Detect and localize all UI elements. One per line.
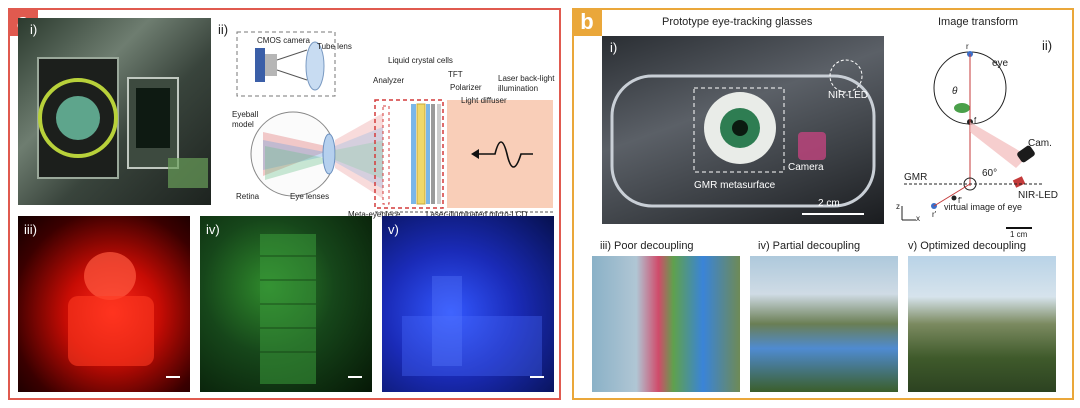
image-v-label: v): [388, 222, 399, 237]
scale-2cm-label: 2 cm: [818, 198, 840, 209]
tube-lens-label: Tube lens: [317, 42, 352, 51]
panel-b-letter: b: [572, 8, 602, 36]
green-hologram-image: [200, 216, 372, 392]
schematic-x-label: x: [916, 214, 920, 223]
scale-bar-v: [530, 376, 544, 378]
cmos-camera-label: CMOS camera: [257, 36, 310, 45]
transform-label: ii): [1042, 38, 1053, 53]
image-iii-label: iii): [24, 222, 37, 237]
schematic-z-label: z: [896, 202, 900, 211]
laser-backlight-label: Laser back-light illumination: [498, 74, 555, 93]
scale-bar-iii: [166, 376, 180, 378]
gmr-metasurface-label: GMR metasurface: [694, 180, 776, 191]
schematic-r-prime-label: r': [932, 210, 937, 219]
photo-a-i-label: i): [30, 22, 38, 37]
retina-label: Retina: [236, 192, 260, 201]
image-iv-label: iv): [206, 222, 220, 237]
eyeball-model-label: Eyeball model: [232, 110, 259, 129]
blue-hologram-image: [382, 216, 554, 392]
setup-sketch: [37, 57, 208, 188]
schematic-cam-label: Cam.: [1028, 138, 1052, 149]
decoupling-iv-caption: iv) Partial decoupling: [758, 240, 861, 252]
microscope-setup-photo: [18, 18, 211, 205]
light-diffuser-label: Light diffuser: [461, 96, 507, 105]
schematic-nir-led-label: NIR-LED: [1018, 190, 1059, 201]
schematic-f-prime-label: f': [958, 196, 962, 205]
prototype-title: Prototype eye-tracking glasses: [662, 16, 813, 28]
schematic-angle-label: 60°: [982, 168, 998, 179]
schematic-1cm-label: 1 cm: [1010, 230, 1028, 239]
diagram-label: ii): [218, 22, 229, 37]
green-tower-sketch: [260, 234, 316, 384]
scale-bar-iv: [348, 376, 362, 378]
schematic-r-label: r: [966, 42, 969, 51]
micro-lcd-label: Laser-illuminated micro-LCD: [426, 210, 528, 219]
meta-eyepiece-label: Meta-eyepiece: [348, 210, 401, 219]
camera-photo-label: Camera: [788, 162, 824, 173]
decoupling-v-caption: v) Optimized decoupling: [908, 240, 1027, 252]
schematic-virtual-image-label: virtual image of eye: [944, 202, 1023, 212]
optical-setup-diagram: [236, 31, 555, 213]
analyzer-label: Analyzer: [373, 76, 405, 85]
eye-tracking-glasses-photo: [602, 36, 884, 224]
eye-lenses-label: Eye lenses: [290, 192, 330, 201]
decoupling-iii-caption: iii) Poor decoupling: [600, 240, 694, 252]
red-statue-sketch: [68, 252, 154, 366]
tft-label: TFT: [448, 70, 463, 79]
poor-decoupling-image: [592, 256, 740, 392]
red-hologram-image: [18, 216, 190, 392]
image-transform-schematic: [901, 51, 1044, 229]
optimized-decoupling-image: [908, 256, 1056, 392]
liquid-crystal-cells-label: Liquid crystal cells: [388, 56, 453, 65]
glasses-sketch: [610, 59, 876, 215]
blue-city-sketch: [402, 276, 542, 376]
schematic-theta-label: θ: [952, 86, 958, 97]
prototype-label: i): [610, 40, 618, 55]
nir-led-photo-label: NIR-LED: [828, 90, 869, 101]
schematic-f-label: f: [974, 116, 977, 125]
polarizer-label: Polarizer: [450, 83, 482, 92]
panel-b: b Prototype eye-tracking glasses Image t…: [572, 8, 1074, 400]
partial-decoupling-image: [750, 256, 898, 392]
schematic-eye-label: eye: [992, 58, 1009, 69]
transform-title: Image transform: [938, 16, 1019, 28]
schematic-gmr-label: GMR: [904, 172, 928, 183]
panel-a: a i) ii): [8, 8, 561, 400]
